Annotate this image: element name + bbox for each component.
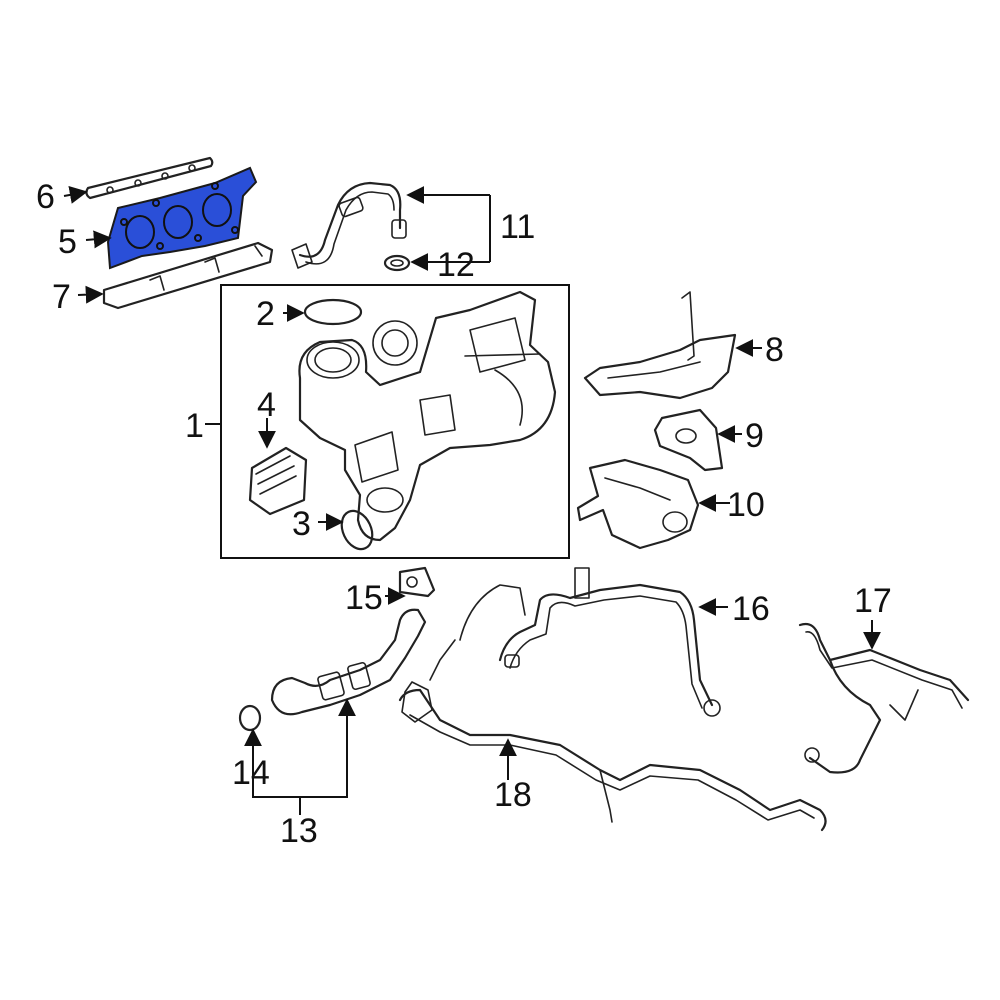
part-9-bracket[interactable] [653, 408, 724, 472]
callout-3: 3 [292, 505, 311, 543]
part-2-o-ring[interactable] [303, 298, 363, 326]
part-12-sealing-washer[interactable] [383, 254, 411, 272]
callout-4: 4 [257, 386, 276, 424]
callout-12: 12 [437, 246, 475, 284]
callout-9: 9 [745, 417, 764, 455]
callout-15: 15 [345, 579, 383, 617]
callout-14: 14 [232, 754, 270, 792]
callout-2: 2 [256, 295, 275, 333]
part-17-coolant-line[interactable] [798, 622, 970, 774]
callouts: 1 2 3 4 5 6 7 8 9 10 11 12 13 14 15 16 1… [36, 178, 892, 850]
callout-7: 7 [52, 278, 71, 316]
callout-11: 11 [500, 208, 535, 246]
leaders [63, 186, 881, 815]
part-8-heat-shield[interactable] [583, 291, 737, 400]
callout-10: 10 [727, 486, 765, 524]
part-11-oil-feed-line[interactable] [291, 181, 407, 269]
part-1-turbocharger[interactable] [298, 290, 557, 542]
callout-17: 17 [854, 582, 892, 620]
part-15-flange-gasket[interactable] [398, 566, 436, 598]
part-18-coolant-line[interactable] [398, 639, 827, 832]
callout-6: 6 [36, 178, 55, 216]
callout-16: 16 [732, 590, 770, 628]
part-13-coolant-pipe[interactable] [270, 608, 427, 716]
callout-1: 1 [185, 407, 204, 445]
part-14-sealing-ring[interactable] [238, 704, 262, 732]
part-10-heat-shield[interactable] [576, 458, 700, 550]
callout-18: 18 [494, 776, 532, 814]
part-1-group-box [220, 284, 570, 559]
part-16-coolant-line[interactable] [459, 567, 721, 717]
part-5-manifold-gasket[interactable] [106, 166, 258, 270]
part-4-actuator[interactable] [248, 446, 308, 516]
callout-8: 8 [765, 331, 784, 369]
part-7-clamp-bar[interactable] [102, 241, 274, 310]
callout-13: 13 [280, 812, 318, 850]
part-3-o-ring[interactable] [336, 506, 378, 554]
callout-5: 5 [58, 223, 77, 261]
